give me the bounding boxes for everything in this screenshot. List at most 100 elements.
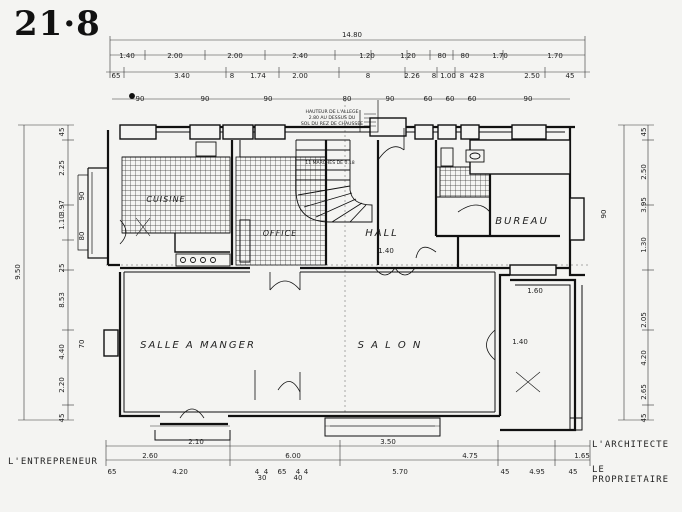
dim-top-row2: 65 [112, 72, 121, 80]
room-label-bureau: BUREAU [495, 216, 549, 227]
dim-overall-top: 14.80 [342, 31, 362, 39]
signature-entrepreneur: L'ENTREPRENEUR [8, 457, 98, 467]
dim-top-row2: 8 [460, 72, 464, 80]
dim-left-inner: 8.53 [58, 292, 66, 308]
dim-top-row2: 1.74 [250, 72, 266, 80]
dim-top-row2: 8 [366, 72, 370, 80]
dim-left-inner: 4.40 [58, 344, 66, 360]
dimension-lines [18, 36, 654, 466]
signature-architecte: L'ARCHITECTE [592, 440, 670, 450]
dim-top-row2: 2.26 [404, 72, 420, 80]
window-bays [103, 117, 585, 357]
dim-left-inner: 25 [58, 264, 66, 273]
dim-left-small: 80 [78, 232, 86, 241]
dim-bottom-row2: 45 [569, 468, 578, 476]
dim-top-row1: 2.00 [167, 52, 183, 60]
dim-right-outer: 45 [640, 414, 648, 423]
dim-interior: 1.40 [512, 338, 528, 346]
dim-right-outer: 2.50 [640, 164, 648, 180]
dim-left-inner: 3.97 [58, 200, 66, 216]
dim-window: 90 [136, 95, 145, 103]
dim-top-row1: 2.40 [292, 52, 308, 60]
dim-bottom-row2: 65 [108, 468, 117, 476]
dim-top-row1: 1.40 [119, 52, 135, 60]
dim-window: 90 [264, 95, 273, 103]
dim-window: 90 [524, 95, 533, 103]
dim-top-row1: 80 [461, 52, 470, 60]
dim-right-outer: 1.30 [640, 237, 648, 253]
office-tiles [235, 156, 327, 266]
dim-top-row2: 1.00 [440, 72, 456, 80]
dim-bottom-row2: 4 [264, 468, 269, 476]
dim-right-outer: 2.65 [640, 384, 648, 400]
door-swings [119, 128, 541, 419]
dim-bottom-small: 40 [294, 474, 303, 482]
dim-interior: 1.40 [378, 247, 394, 255]
dim-left-small: 90 [78, 192, 86, 201]
dim-bottom-row1: 2.60 [142, 452, 158, 460]
dim-top-row1: 80 [438, 52, 447, 60]
dim-right-outer: 3.95 [640, 197, 648, 213]
dim-window: 60 [468, 95, 477, 103]
stair-note-line: HAUTEUR DE L'ALLEGE [305, 109, 358, 115]
tiled-floors [121, 156, 491, 266]
dim-top-row2: 2.50 [524, 72, 540, 80]
room-label-salon: S A L O N [358, 340, 423, 351]
dim-bottom-row1: 1.65 [574, 452, 590, 460]
dim-bottom-row2: 4.20 [172, 468, 188, 476]
dim-top-row2: 45 [566, 72, 575, 80]
dim-left-inner: 2.20 [58, 377, 66, 393]
dim-window: 90 [201, 95, 210, 103]
room-label-cuisine: CUISINE [146, 195, 185, 204]
dim-top-row2: 3.40 [174, 72, 190, 80]
dim-bottom-row2: 5.70 [392, 468, 408, 476]
dim-bottom-row2: 65 [278, 468, 287, 476]
dim-bottom-row2: 4 [255, 468, 260, 476]
signature-proprietaire: LE PROPRIETAIRE [592, 465, 670, 485]
room-label-salle-a-manger: SALLE A MANGER [140, 340, 256, 351]
staircase [295, 100, 379, 223]
stair-note-line: 2.80 AU DESSUS DU [309, 115, 356, 121]
sheet-number: 21·8 [14, 4, 101, 44]
dim-top-row2: 42 [470, 72, 479, 80]
dim-bottom-row1: 6.00 [285, 452, 301, 460]
dim-top-row2: 2.00 [292, 72, 308, 80]
dim-bottom-row2: 4 [296, 468, 301, 476]
dim-interior: 1.60 [527, 287, 543, 295]
dim-left-inner: 45 [58, 128, 66, 137]
dim-top-row1: 1.70 [492, 52, 508, 60]
dim-window: 90 [386, 95, 395, 103]
dim-bottom-row2: 4 [304, 468, 309, 476]
dim-left-outer: 9.50 [14, 264, 22, 280]
dim-window: 60 [446, 95, 455, 103]
dim-bottom-row1: 2.10 [188, 438, 204, 446]
room-label-marches: 11 MARCHES DE 0.18 [305, 160, 355, 166]
dim-left-small: 70 [78, 340, 86, 349]
stair-note-line: SOL DU REZ DE CHAUSSEE [301, 121, 363, 127]
dim-top-row2: 8 [480, 72, 484, 80]
dim-top-row2: 8 [230, 72, 234, 80]
dim-left-inner: 2.25 [58, 160, 66, 176]
room-label-office: OFFICE [263, 229, 298, 238]
dim-bottom-row1: 4.75 [462, 452, 478, 460]
dim-bottom-small: 30 [258, 474, 267, 482]
dim-top-row1: 2.00 [227, 52, 243, 60]
fixtures [129, 93, 485, 267]
dim-top-row1: 1.20 [400, 52, 416, 60]
dim-left-inner: 45 [58, 414, 66, 423]
dim-right-outer: 45 [640, 128, 648, 137]
dim-bottom-row2: 4.95 [529, 468, 545, 476]
dim-top-row1: 1.70 [547, 52, 563, 60]
dim-right-outer: 2.05 [640, 312, 648, 328]
dim-window: 80 [343, 95, 352, 103]
dim-top-row1: 1.20 [359, 52, 375, 60]
dim-bottom-row2: 45 [501, 468, 510, 476]
dim-bottom-row1: 3.50 [380, 438, 396, 446]
dim-right-small: 90 [600, 210, 608, 219]
dim-left-inner: 1.10 [58, 214, 66, 230]
dim-window: 60 [424, 95, 433, 103]
dim-top-row2: 8 [432, 72, 436, 80]
room-label-hall: HALL [365, 228, 399, 239]
